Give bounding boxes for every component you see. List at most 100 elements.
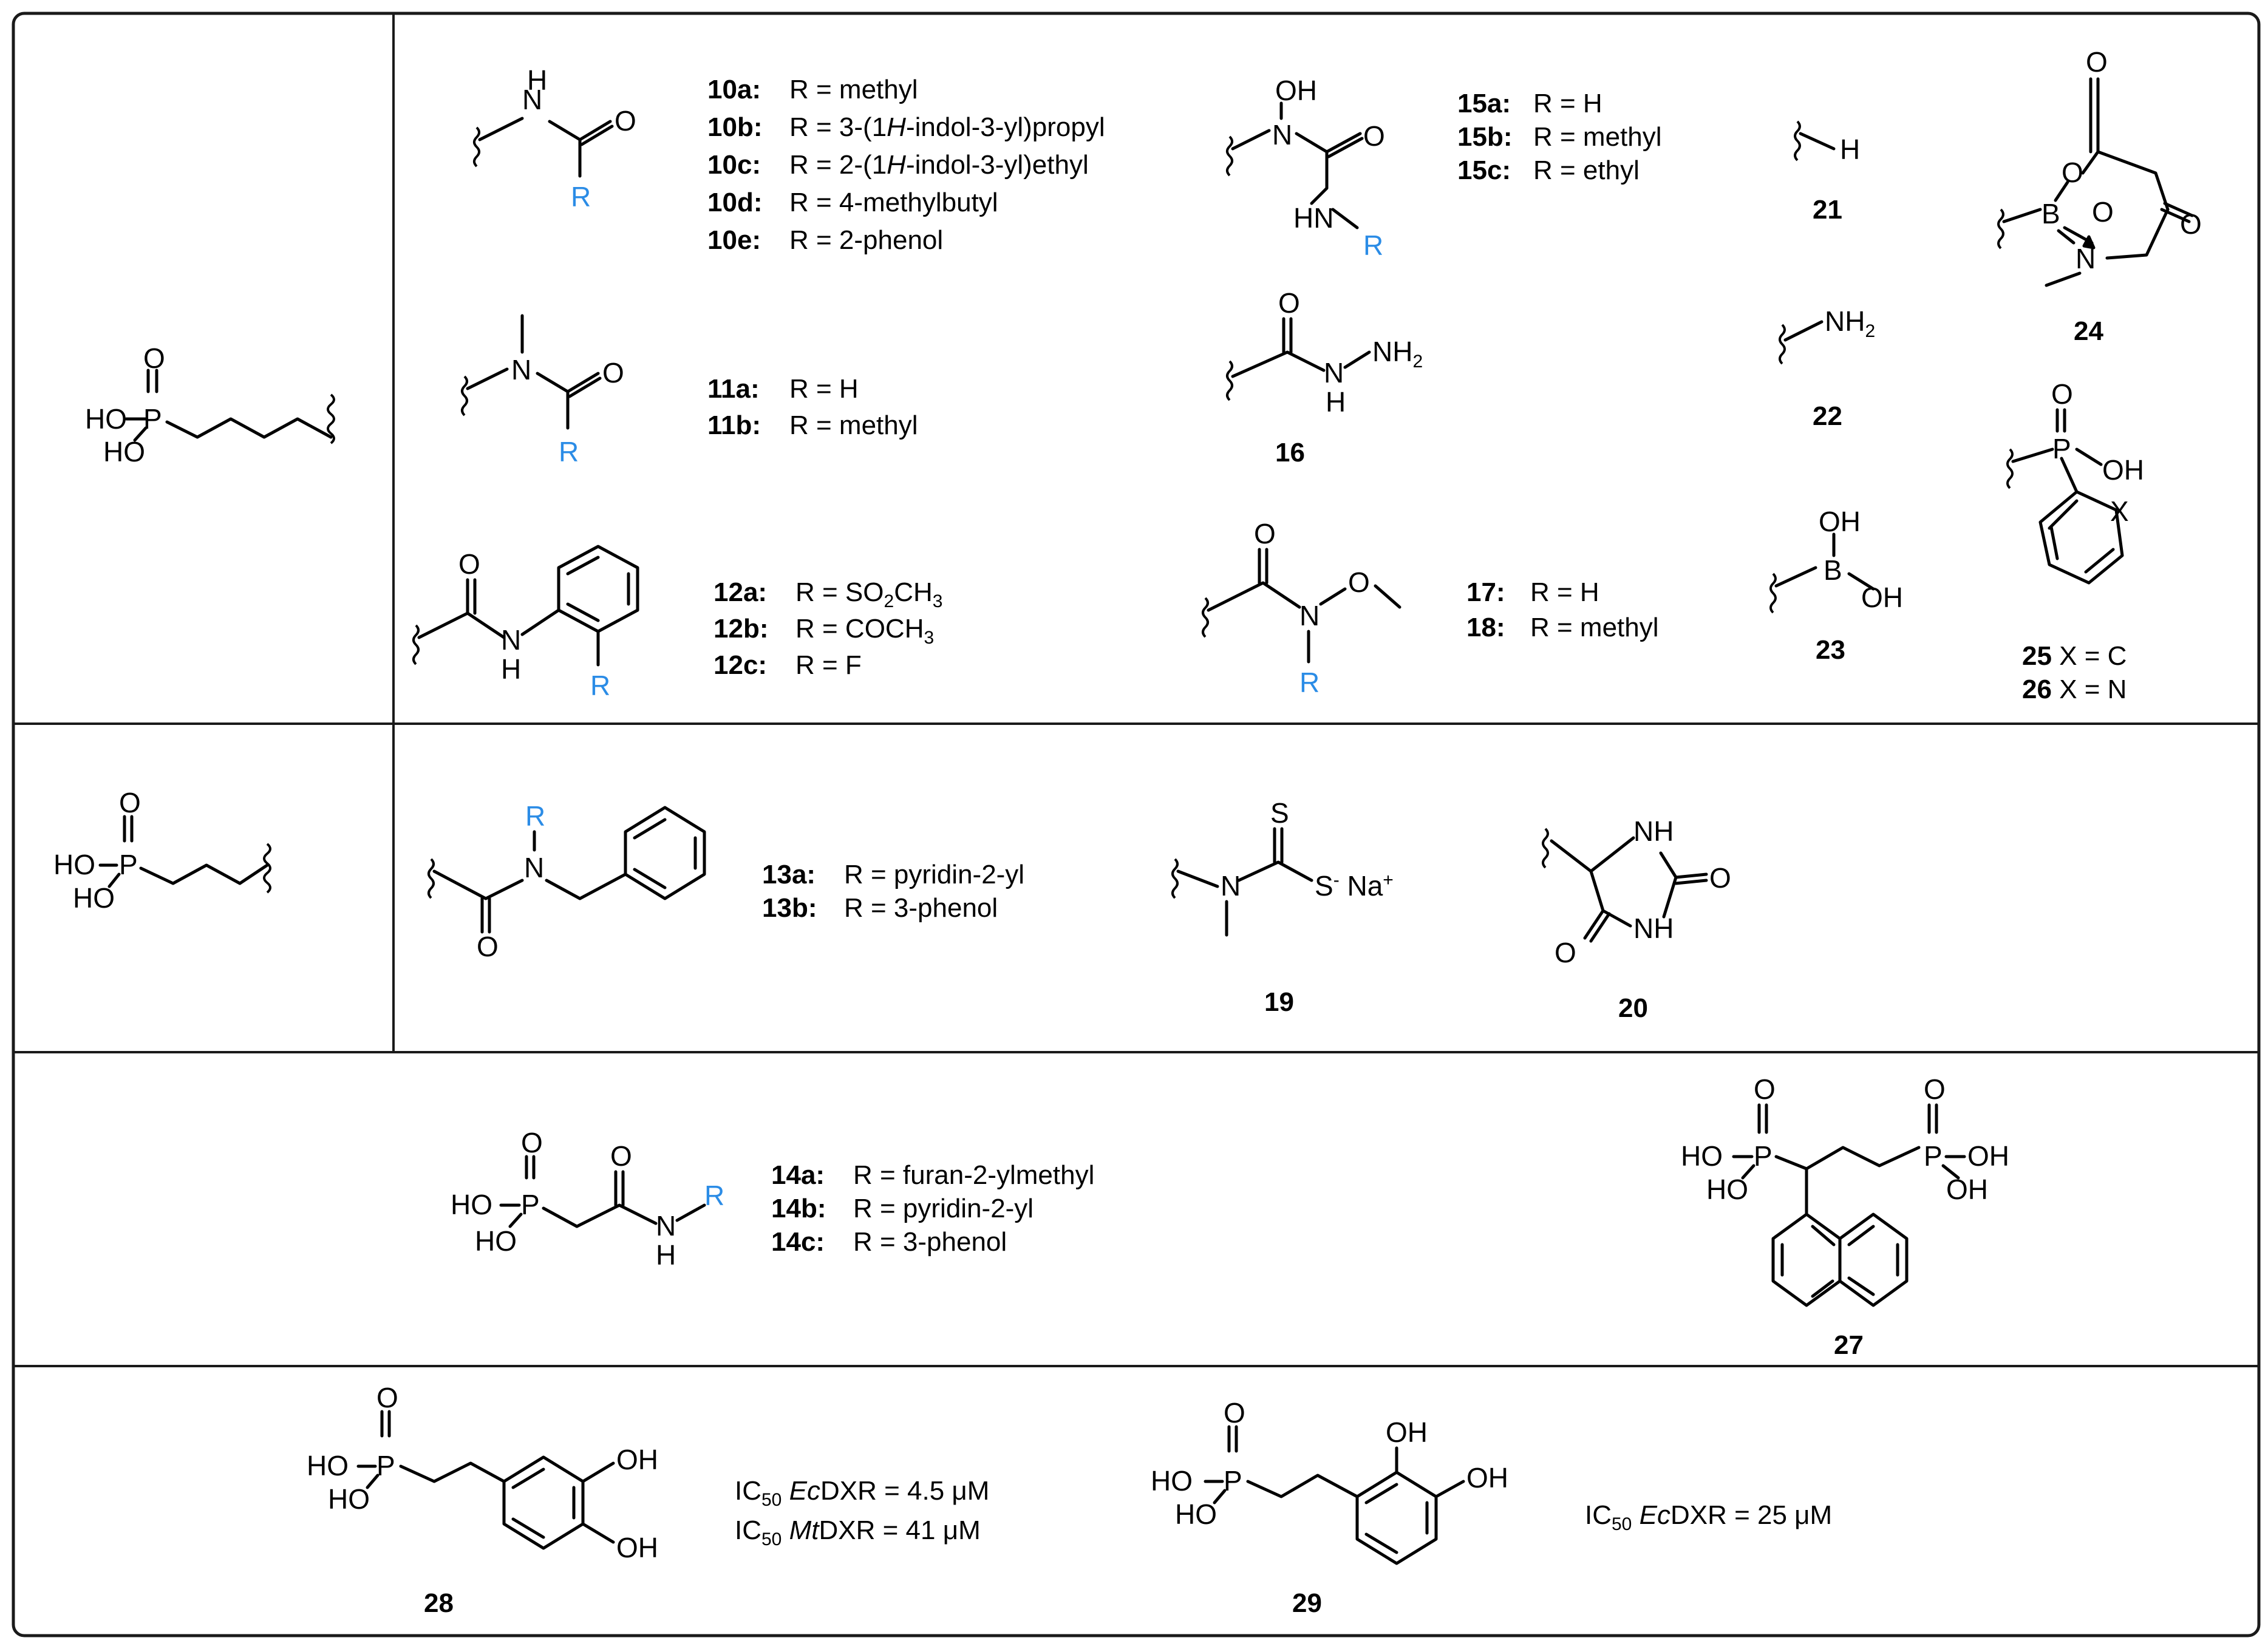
hydroxyl-label: HO (53, 849, 95, 880)
substituents-14: 14a: R = furan-2-ylmethyl 14b: R = pyrid… (771, 1160, 1094, 1257)
r-group: R (571, 181, 591, 212)
nitrogen-atom: N (2076, 243, 2096, 274)
oxygen-atom: O (610, 1140, 632, 1172)
hydroxyl-label: OH (1275, 75, 1317, 106)
compound-15a-label: 15a: (1457, 89, 1511, 118)
oxygen-atom: O (458, 548, 480, 580)
boron-atom: B (2042, 198, 2060, 229)
hydroxyl-label: HO (73, 882, 115, 914)
thiolate-label: S- Na+ (1315, 870, 1394, 902)
structure-12: O N H R (412, 545, 639, 701)
hydroxyl-label: HO (1681, 1140, 1723, 1172)
oxygen-atom: O (376, 1382, 398, 1413)
phosphorus-atom: P (119, 849, 138, 880)
compound-15b-label: 15b: (1457, 122, 1512, 152)
oxygen-atom: O (119, 787, 141, 818)
oxygen-atom: O (2051, 378, 2073, 410)
substituent-17: R = H (1530, 577, 1599, 607)
compound-11b-label: 11b: (707, 410, 761, 440)
scaffold-propyl-phosphonate: O P HO HO (85, 342, 335, 467)
amino-label: NH2 (1825, 305, 1875, 341)
nitrogen-atom: N (1221, 870, 1241, 902)
hydroxyl-label: OH (1946, 1174, 1988, 1205)
compound-18-label: 18: (1466, 613, 1505, 642)
hydroxyl-label: HO (1706, 1174, 1748, 1205)
compound-10b-label: 10b: (707, 112, 762, 142)
oxygen-atom: O (2092, 196, 2114, 228)
hydroxyl-label: HO (1175, 1498, 1217, 1530)
hydroxyl-label: HO (307, 1450, 349, 1481)
phosphorus-atom: P (1754, 1140, 1773, 1172)
hydroxyl-label: HO (475, 1225, 517, 1257)
structure-28: O P HO HO OH OH 28 (307, 1382, 658, 1618)
compound-13a-label: 13a: (762, 860, 816, 889)
compound-12a-label: 12a: (713, 577, 767, 607)
oxygen-atom: O (1224, 1397, 1245, 1429)
structure-25-26: O P OH X 25 X = C 26 X = N (2006, 378, 2144, 704)
hydroxyl-label: OH (2102, 454, 2144, 486)
substituent-14b: R = pyridin-2-yl (853, 1194, 1034, 1223)
hydroxyl-label: OH (1386, 1416, 1428, 1448)
table-grid (12, 12, 2261, 1637)
substituent-10e: R = 2-phenol (789, 225, 943, 255)
compound-15c-label: 15c: (1457, 155, 1511, 185)
r-group: R (559, 436, 579, 467)
oxygen-atom: O (615, 105, 636, 137)
oxygen-atom: O (143, 342, 165, 374)
compound-25-label: 25 X = C (2022, 641, 2127, 671)
substituent-13a: R = pyridin-2-yl (844, 860, 1024, 889)
substituents-17-18: 17: R = H 18: R = methyl (1466, 577, 1659, 642)
oxygen-atom: O (2180, 208, 2202, 240)
ic50-mt-28: IC50 MtDXR = 41 μM (735, 1515, 981, 1549)
substituent-10c: R = 2-(1H-indol-3-yl)ethyl (789, 150, 1089, 180)
substituents-10: 10a: R = methyl 10b: R = 3-(1H-indol-3-y… (707, 75, 1105, 255)
phosphorus-atom: P (2052, 433, 2071, 464)
oxygen-atom: O (1754, 1073, 1776, 1105)
hydroxyl-label: OH (616, 1532, 658, 1563)
substituent-14a: R = furan-2-ylmethyl (853, 1160, 1094, 1190)
compound-28-label: 28 (424, 1588, 454, 1618)
hydrogen-atom: H (1840, 134, 1860, 165)
substituent-10d: R = 4-methylbutyl (789, 188, 998, 217)
r-group: R (590, 670, 610, 701)
nitrogen-atom: N (1272, 119, 1292, 151)
structure-27: O P HO HO O P OH OH 27 (1681, 1073, 2009, 1360)
nitrogen-atom: N (501, 624, 521, 656)
substituent-14c: R = 3-phenol (853, 1227, 1007, 1257)
hydroxyl-label: HO (328, 1483, 370, 1515)
r-group: R (525, 800, 545, 832)
substituents-12: 12a: R = SO2CH3 12b: R = COCH3 12c: R = … (713, 577, 942, 680)
structure-17-18: O N O R (1202, 518, 1401, 698)
oxygen-atom: O (1348, 566, 1370, 598)
compound-24-label: 24 (2074, 316, 2103, 346)
r-group: R (704, 1180, 724, 1211)
amine-label: NH (1633, 815, 1674, 847)
oxygen-atom: O (1555, 937, 1576, 968)
substituents-11: 11a: R = H 11b: R = methyl (707, 374, 918, 440)
oxygen-atom: O (2086, 46, 2108, 78)
ic50-29: IC50 EcDXR = 25 μM (1585, 1500, 1832, 1534)
structure-11: N O R (461, 314, 624, 467)
compound-22-label: 22 (1813, 401, 1842, 431)
oxygen-atom: O (1254, 518, 1276, 549)
ic50-ec-29: IC50 EcDXR = 25 μM (1585, 1500, 1832, 1534)
compound-17-label: 17: (1466, 577, 1505, 607)
ic50-ec-28: IC50 EcDXR = 4.5 μM (735, 1476, 989, 1510)
hydroxyl-label: HO (103, 436, 145, 467)
compound-13b-label: 13b: (762, 893, 817, 923)
r-group: R (1363, 229, 1383, 261)
substituent-15c: R = ethyl (1533, 155, 1640, 185)
compound-12b-label: 12b: (713, 614, 768, 644)
compound-29-label: 29 (1292, 1588, 1322, 1618)
nitrogen-atom: N (522, 84, 542, 115)
phosphorus-atom: P (1924, 1140, 1943, 1172)
structure-23: B OH OH 23 (1769, 506, 1903, 665)
nitrogen-atom: N (656, 1210, 676, 1242)
oxygen-atom: O (1709, 862, 1731, 894)
nitrogen-atom: N (1324, 357, 1344, 389)
substituents-13: 13a: R = pyridin-2-yl 13b: R = 3-phenol (762, 860, 1024, 923)
substituent-12a: R = SO2CH3 (795, 577, 942, 611)
ic50-28: IC50 EcDXR = 4.5 μM IC50 MtDXR = 41 μM (735, 1476, 989, 1549)
hydroxyl-label: OH (616, 1444, 658, 1475)
